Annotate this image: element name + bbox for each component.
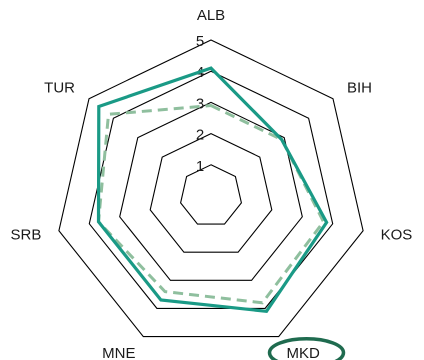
category-label-tur: TUR [44,80,75,97]
category-label-alb: ALB [197,7,225,24]
category-labels: ALB BIH KOS MKD MNE SRB TUR [11,7,413,360]
category-label-srb: SRB [11,227,42,244]
category-label-mne: MNE [102,345,135,360]
highlight-ellipse [267,337,346,360]
radar-grid [58,39,364,338]
grid-ring-4 [88,70,334,309]
category-label-mkd: MKD [287,345,321,360]
series-2-line [96,103,326,305]
grid-ring-2 [149,132,273,253]
grid-ring-5 [58,39,364,338]
category-label-bih: BIH [347,80,372,97]
series-1-line [96,66,329,313]
grid-ring-1 [180,164,242,225]
tick-label-3: 3 [196,95,204,112]
tick-label-2: 2 [196,127,204,144]
category-label-kos: KOS [381,227,413,244]
tick-label-5: 5 [196,33,204,50]
highlight-layer [267,337,346,360]
grid-ring-3 [119,101,303,281]
series-layer [96,66,329,313]
tick-label-1: 1 [196,158,204,175]
